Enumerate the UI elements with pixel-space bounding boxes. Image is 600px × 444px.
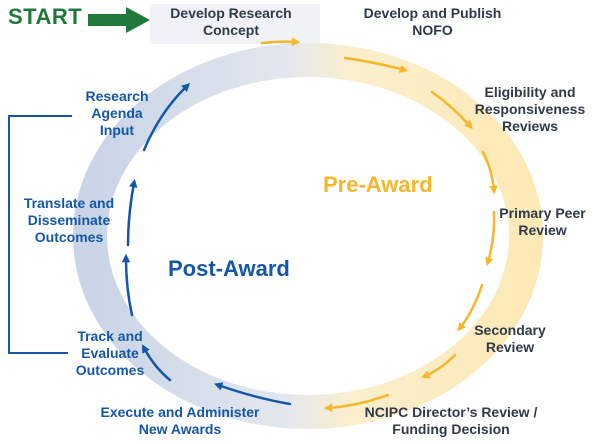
pre-award-arrow-1 [260,37,301,46]
post-award-arrow-3 [121,253,134,317]
step-execute-administer: Execute and Administer New Awards [100,404,260,437]
step-eligibility-reviews: Eligibility and Responsiveness Reviews [474,84,586,134]
post-award-arrow-2 [141,344,172,382]
step-develop-research-concept: Develop Research Concept [170,5,292,38]
feedback-bracket [8,115,72,354]
step-track-evaluate: Track and Evaluate Outcomes [75,328,145,378]
post-award-arrows [121,83,292,406]
start-band [150,4,320,44]
pre-award-arrows [260,37,498,412]
pre-award-arrow-2 [343,56,409,73]
step-research-agenda-input: Research Agenda Input [85,88,149,138]
start-label: START [8,4,83,29]
pre-award-arrow-4 [481,150,498,195]
step-primary-peer-review: Primary Peer Review [499,205,586,238]
pre-award-arrow-8 [323,393,390,412]
phase-post-award: Post-Award [168,256,290,281]
post-award-arrow-1 [213,382,292,406]
step-translate-disseminate: Translate and Disseminate Outcomes [23,195,115,245]
step-secondary-review: Secondary Review [474,322,546,355]
pre-award-arrow-6 [457,283,484,332]
start-arrow [88,7,150,33]
phase-pre-award: Pre-Award [323,172,433,197]
pre-award-arrow-5 [485,210,496,267]
cycle-ring [73,43,543,429]
step-director-review: NCIPC Director’s Review / Funding Decisi… [364,404,538,437]
step-develop-publish-nofo: Develop and Publish NOFO [363,5,502,38]
pre-award-arrow-7 [421,353,457,379]
post-award-arrow-4 [126,178,138,247]
pre-award-arrow-3 [430,90,473,130]
post-award-arrow-5 [142,83,191,152]
